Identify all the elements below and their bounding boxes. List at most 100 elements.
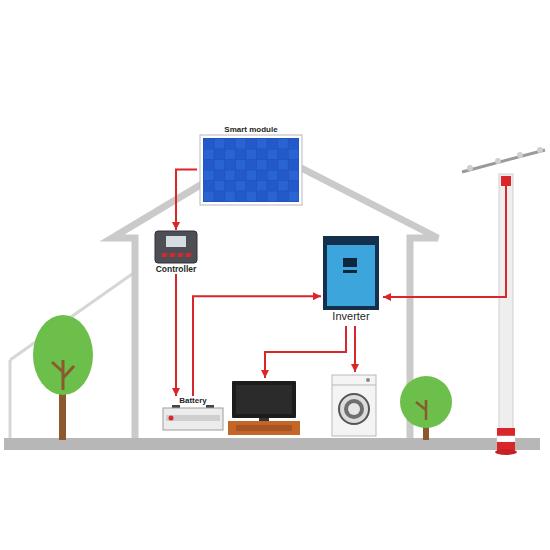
- solar-cell: [215, 160, 225, 170]
- inverter: Inverter: [321, 236, 381, 322]
- node-label: Inverter: [331, 310, 370, 322]
- controller-screen: [166, 236, 186, 247]
- washing-machine-part: [348, 403, 360, 415]
- solar-cell: [268, 192, 278, 202]
- solar-cell: [204, 150, 214, 160]
- solar-cell: [236, 160, 246, 170]
- solar-cell: [225, 160, 235, 170]
- solar-cell: [246, 150, 256, 160]
- utility-pole-part: [537, 147, 543, 153]
- utility-pole-part: [497, 428, 515, 436]
- tree: [400, 376, 452, 440]
- lean-to: [10, 272, 135, 440]
- solar-cell: [289, 181, 299, 191]
- solar-cell: [257, 181, 267, 191]
- solar-cell: [268, 181, 278, 191]
- solar-cell: [278, 181, 288, 191]
- controller-button: [170, 253, 175, 257]
- solar-cell: [204, 181, 214, 191]
- controller-button: [162, 253, 167, 257]
- solar-cell: [215, 181, 225, 191]
- solar-cell: [289, 192, 299, 202]
- solar-module-icon: [199, 134, 303, 206]
- washing-machine-part: [332, 385, 376, 386]
- utility-pole-part: [501, 176, 511, 186]
- controller-button: [178, 253, 183, 257]
- solar-cell: [289, 150, 299, 160]
- node-label: Battery: [178, 396, 208, 405]
- panel-cells: [203, 138, 299, 202]
- solar-cell: [236, 139, 246, 149]
- solar-cell: [246, 139, 256, 149]
- solar-cell: [268, 150, 278, 160]
- utility-pole-part: [467, 165, 473, 171]
- battery-logo: [169, 416, 174, 421]
- solar-cell: [215, 150, 225, 160]
- power-wire: [354, 326, 356, 372]
- solar-cell: [289, 139, 299, 149]
- solar-cell: [225, 139, 235, 149]
- utility-pole: [462, 147, 545, 455]
- solar-cell: [289, 160, 299, 170]
- power-connector: [176, 170, 197, 230]
- solar-cell: [268, 160, 278, 170]
- power-connector: [193, 296, 321, 396]
- tree-part: [416, 400, 426, 420]
- node-label: Controller: [155, 264, 198, 274]
- grid-wire: [383, 186, 506, 297]
- utility-pole-part: [495, 449, 517, 455]
- solar-cell: [278, 171, 288, 181]
- tv-set-part: [228, 421, 300, 435]
- battery-body: [163, 408, 223, 430]
- tv-set: [228, 381, 300, 435]
- solar-cell: [204, 139, 214, 149]
- battery-label-strip: [166, 415, 220, 421]
- controller-button: [186, 253, 191, 257]
- solar-cell: [246, 192, 256, 202]
- utility-pole-part: [497, 436, 515, 442]
- solar-cell: [204, 192, 214, 202]
- solar-cell: [278, 150, 288, 160]
- washing-machine-part: [344, 399, 364, 419]
- ground: [4, 438, 540, 450]
- solar-cell: [268, 139, 278, 149]
- solar-cell: [257, 171, 267, 181]
- tv-set-part: [236, 385, 292, 414]
- solar-cell: [215, 139, 225, 149]
- tv-set-part: [259, 418, 269, 421]
- washing-machine-part: [332, 375, 376, 436]
- panel-frame: [200, 135, 302, 205]
- solar-cell: [204, 160, 214, 170]
- solar-cell: [257, 192, 267, 202]
- inverter-display: [343, 258, 357, 267]
- solar-cell: [289, 171, 299, 181]
- washing-machine-part: [339, 394, 369, 424]
- solar-cell: [236, 150, 246, 160]
- solar-cell: [225, 192, 235, 202]
- power-wire: [265, 326, 346, 378]
- solar-cell: [215, 171, 225, 181]
- solar-cell: [278, 139, 288, 149]
- power-connector: [175, 274, 177, 396]
- charge-controller: Controller: [152, 230, 200, 274]
- solar-cell: [236, 181, 246, 191]
- solar-cell: [236, 192, 246, 202]
- solar-cell: [225, 171, 235, 181]
- solar-cell: [246, 171, 256, 181]
- solar-cell: [215, 192, 225, 202]
- utility-pole-part: [462, 150, 545, 172]
- solar-cell: [278, 192, 288, 202]
- solar-cell: [257, 160, 267, 170]
- inverter-icon: [323, 236, 379, 310]
- solar-cell: [257, 139, 267, 149]
- tv-set-part: [236, 425, 292, 431]
- battery-icon: [162, 405, 224, 431]
- solar-cell: [278, 160, 288, 170]
- inverter-face: [327, 245, 375, 306]
- solar-cell: [204, 171, 214, 181]
- washing-machine: [332, 375, 376, 436]
